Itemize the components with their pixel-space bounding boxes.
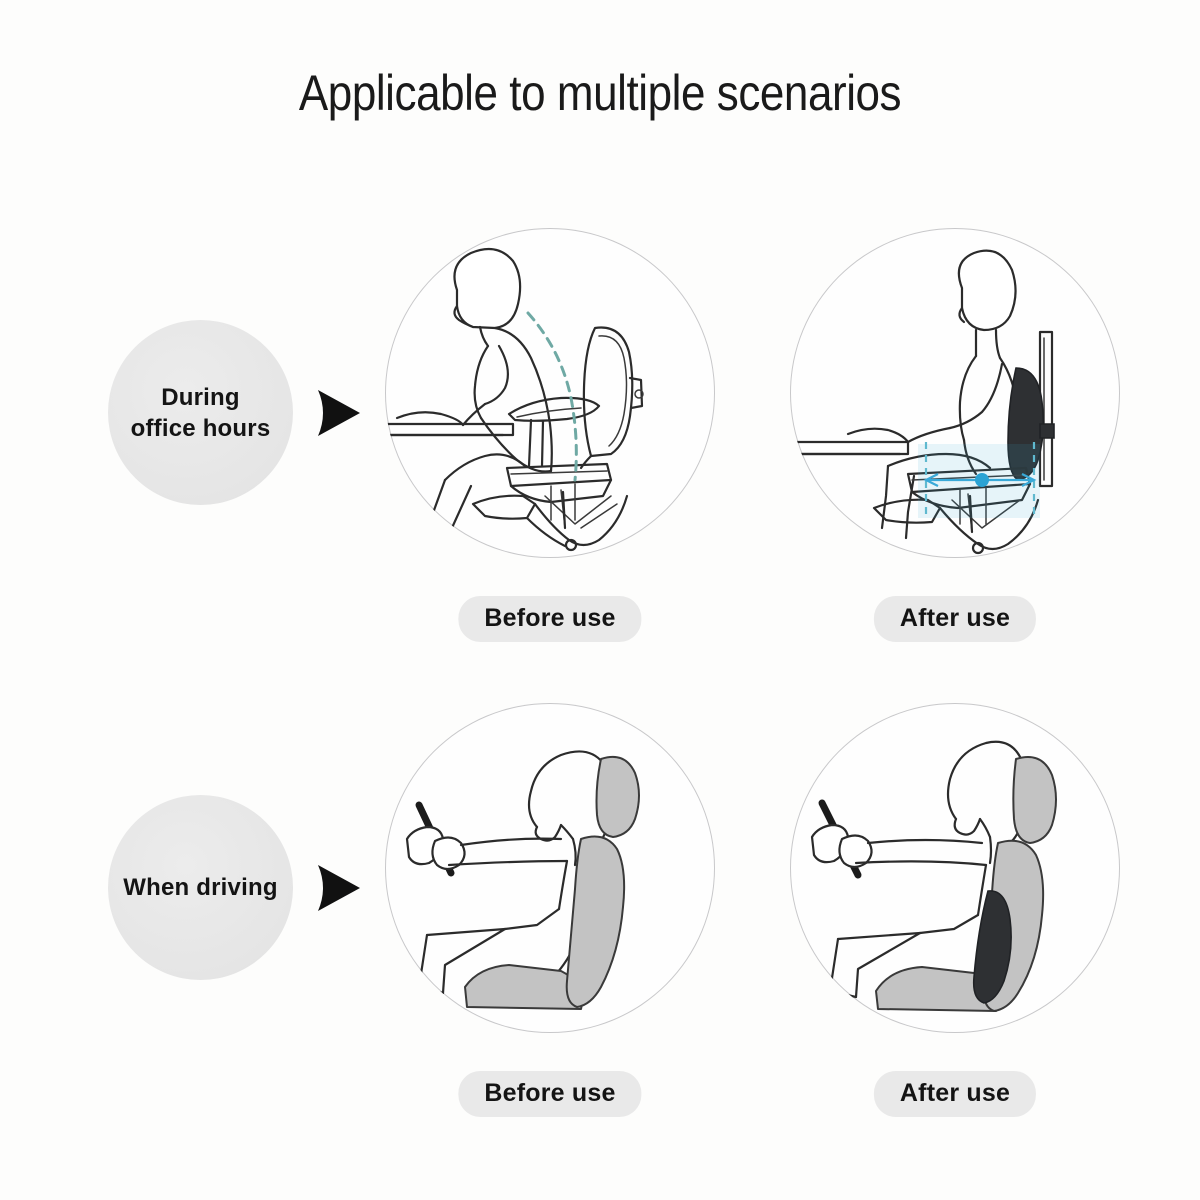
- scenario-panel-driving-after: After use: [790, 703, 1120, 1117]
- scenario-panel-office-before: Before use: [385, 228, 715, 642]
- category-label-line1: During: [161, 383, 240, 411]
- scenario-panel-driving-before: Before use: [385, 703, 715, 1117]
- category-bubble-office: During office hours: [108, 320, 293, 505]
- arrow-right-icon: [306, 857, 368, 919]
- arrow-right-icon: [306, 382, 368, 444]
- category-label-office: During office hours: [94, 382, 307, 444]
- category-label-driving: When driving: [94, 872, 307, 903]
- illustration-driving-after: [790, 703, 1120, 1033]
- caption-driving-before: Before use: [458, 1071, 642, 1117]
- scenario-panel-office-after: After use: [790, 228, 1120, 642]
- scenario-row-driving: When driving: [0, 685, 1200, 1117]
- illustration-office-before: [385, 228, 715, 558]
- illustration-driving-before: [385, 703, 715, 1033]
- caption-office-before: Before use: [458, 596, 642, 642]
- caption-office-after: After use: [873, 596, 1037, 642]
- page-title: Applicable to multiple scenarios: [298, 65, 902, 121]
- category-label-line2: office hours: [130, 414, 271, 442]
- category-label-line1: When driving: [123, 874, 278, 901]
- scenario-row-office: During office hours: [0, 210, 1200, 642]
- illustration-office-after: [790, 228, 1120, 558]
- category-bubble-driving: When driving: [108, 795, 293, 980]
- caption-driving-after: After use: [873, 1071, 1037, 1117]
